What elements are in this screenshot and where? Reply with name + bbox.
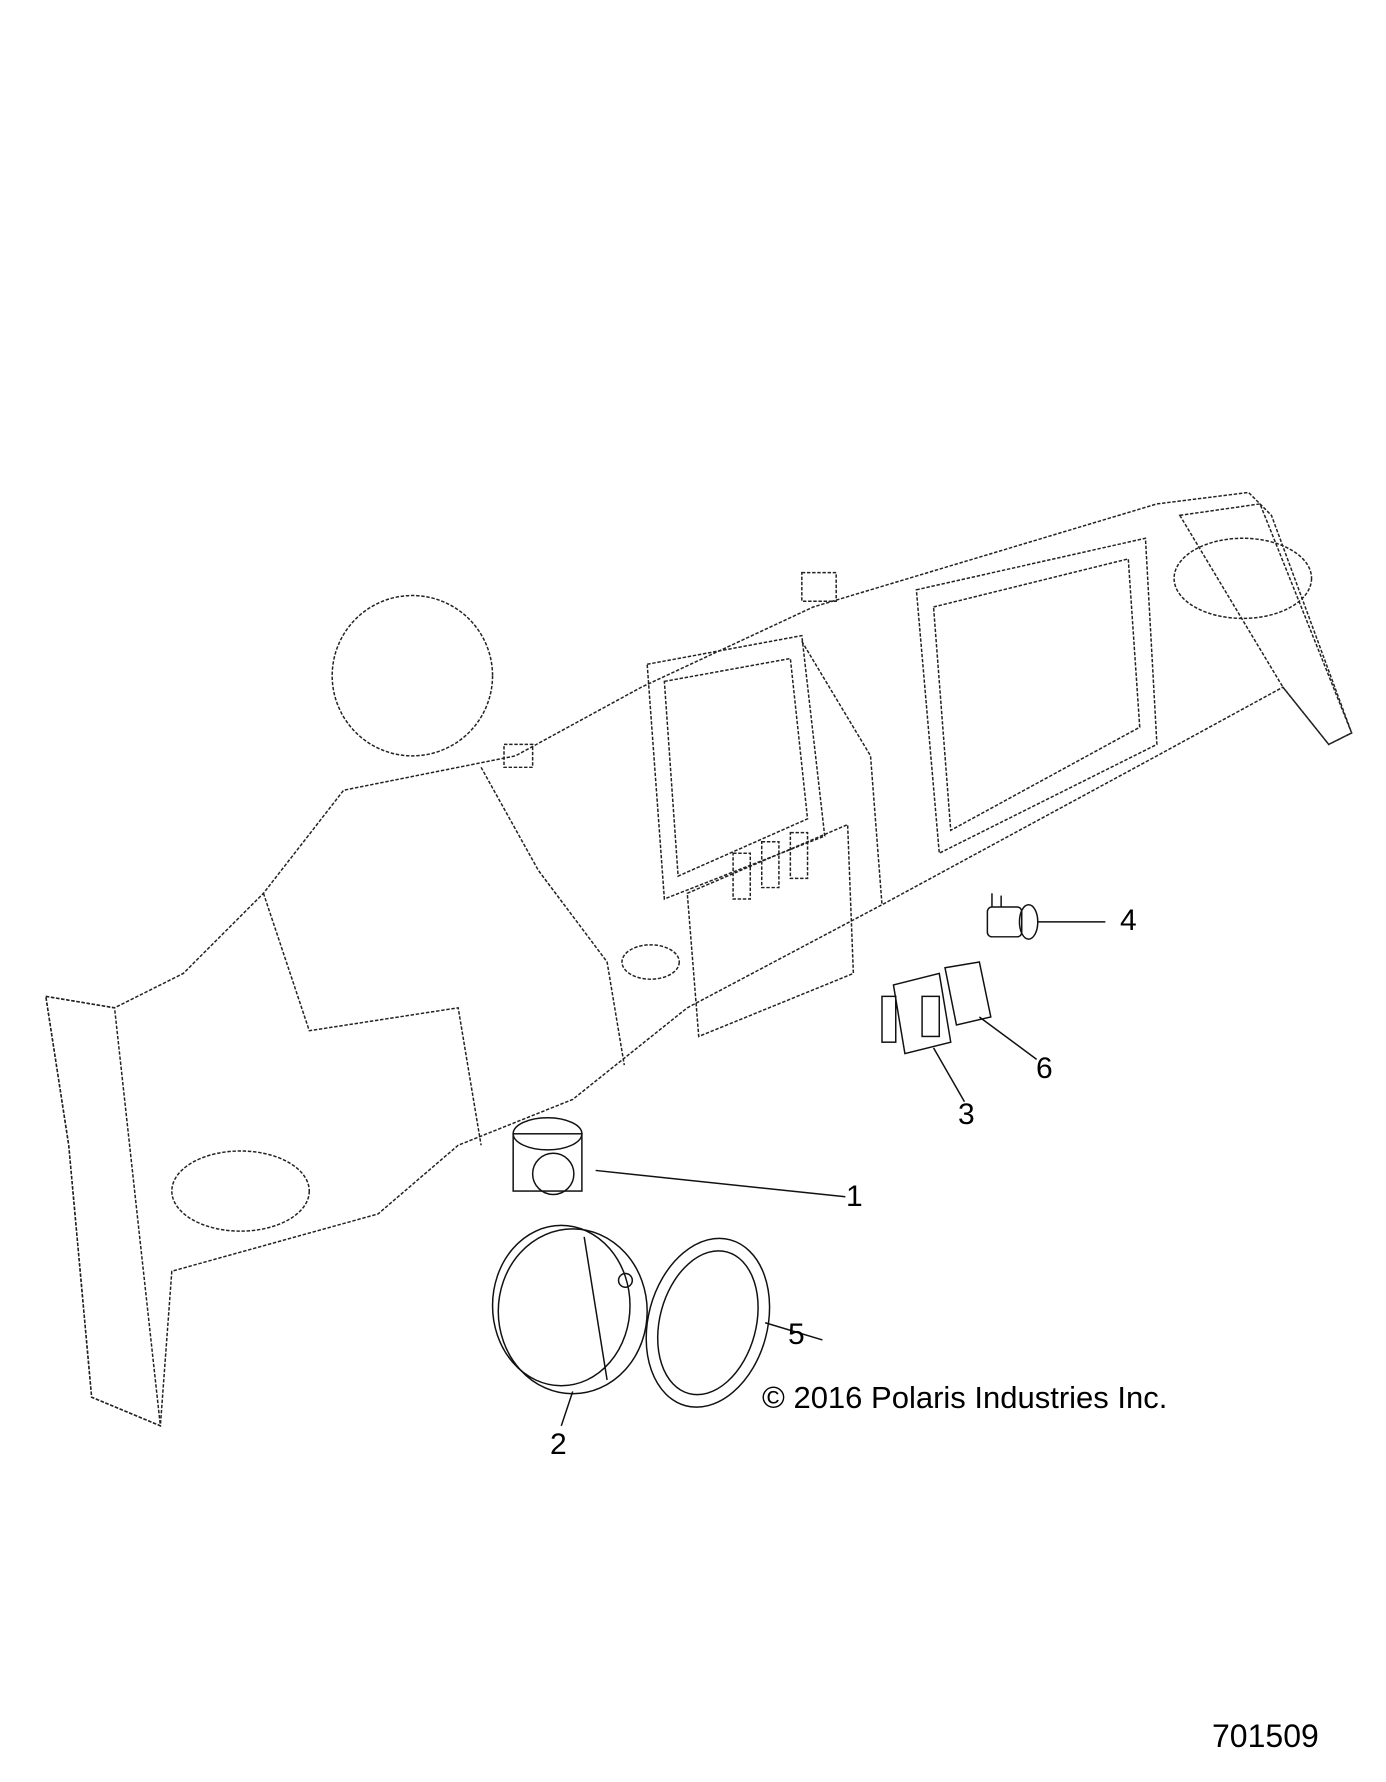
leader-lines (560, 921, 1106, 1427)
part-5-bezel-ring (645, 1237, 771, 1408)
callout-4: 4 (1120, 904, 1137, 937)
callout-1: 1 (846, 1180, 863, 1213)
copyright-notice: © 2016 Polaris Industries Inc. (762, 1380, 1168, 1415)
callout-5: 5 (788, 1318, 805, 1351)
figure-number: 701509 (1212, 1718, 1319, 1754)
callout-6: 6 (1036, 1052, 1053, 1085)
part-6-switch-cover (944, 961, 992, 1026)
callout-3: 3 (958, 1098, 975, 1131)
part-1-ignition-switch (512, 1117, 583, 1196)
part-3-rocker-switch (881, 972, 952, 1055)
part-4-power-outlet (986, 893, 1039, 940)
dashboard-panel (44, 491, 1353, 1428)
part-2-gauge (491, 1224, 648, 1395)
callout-2: 2 (550, 1428, 567, 1461)
